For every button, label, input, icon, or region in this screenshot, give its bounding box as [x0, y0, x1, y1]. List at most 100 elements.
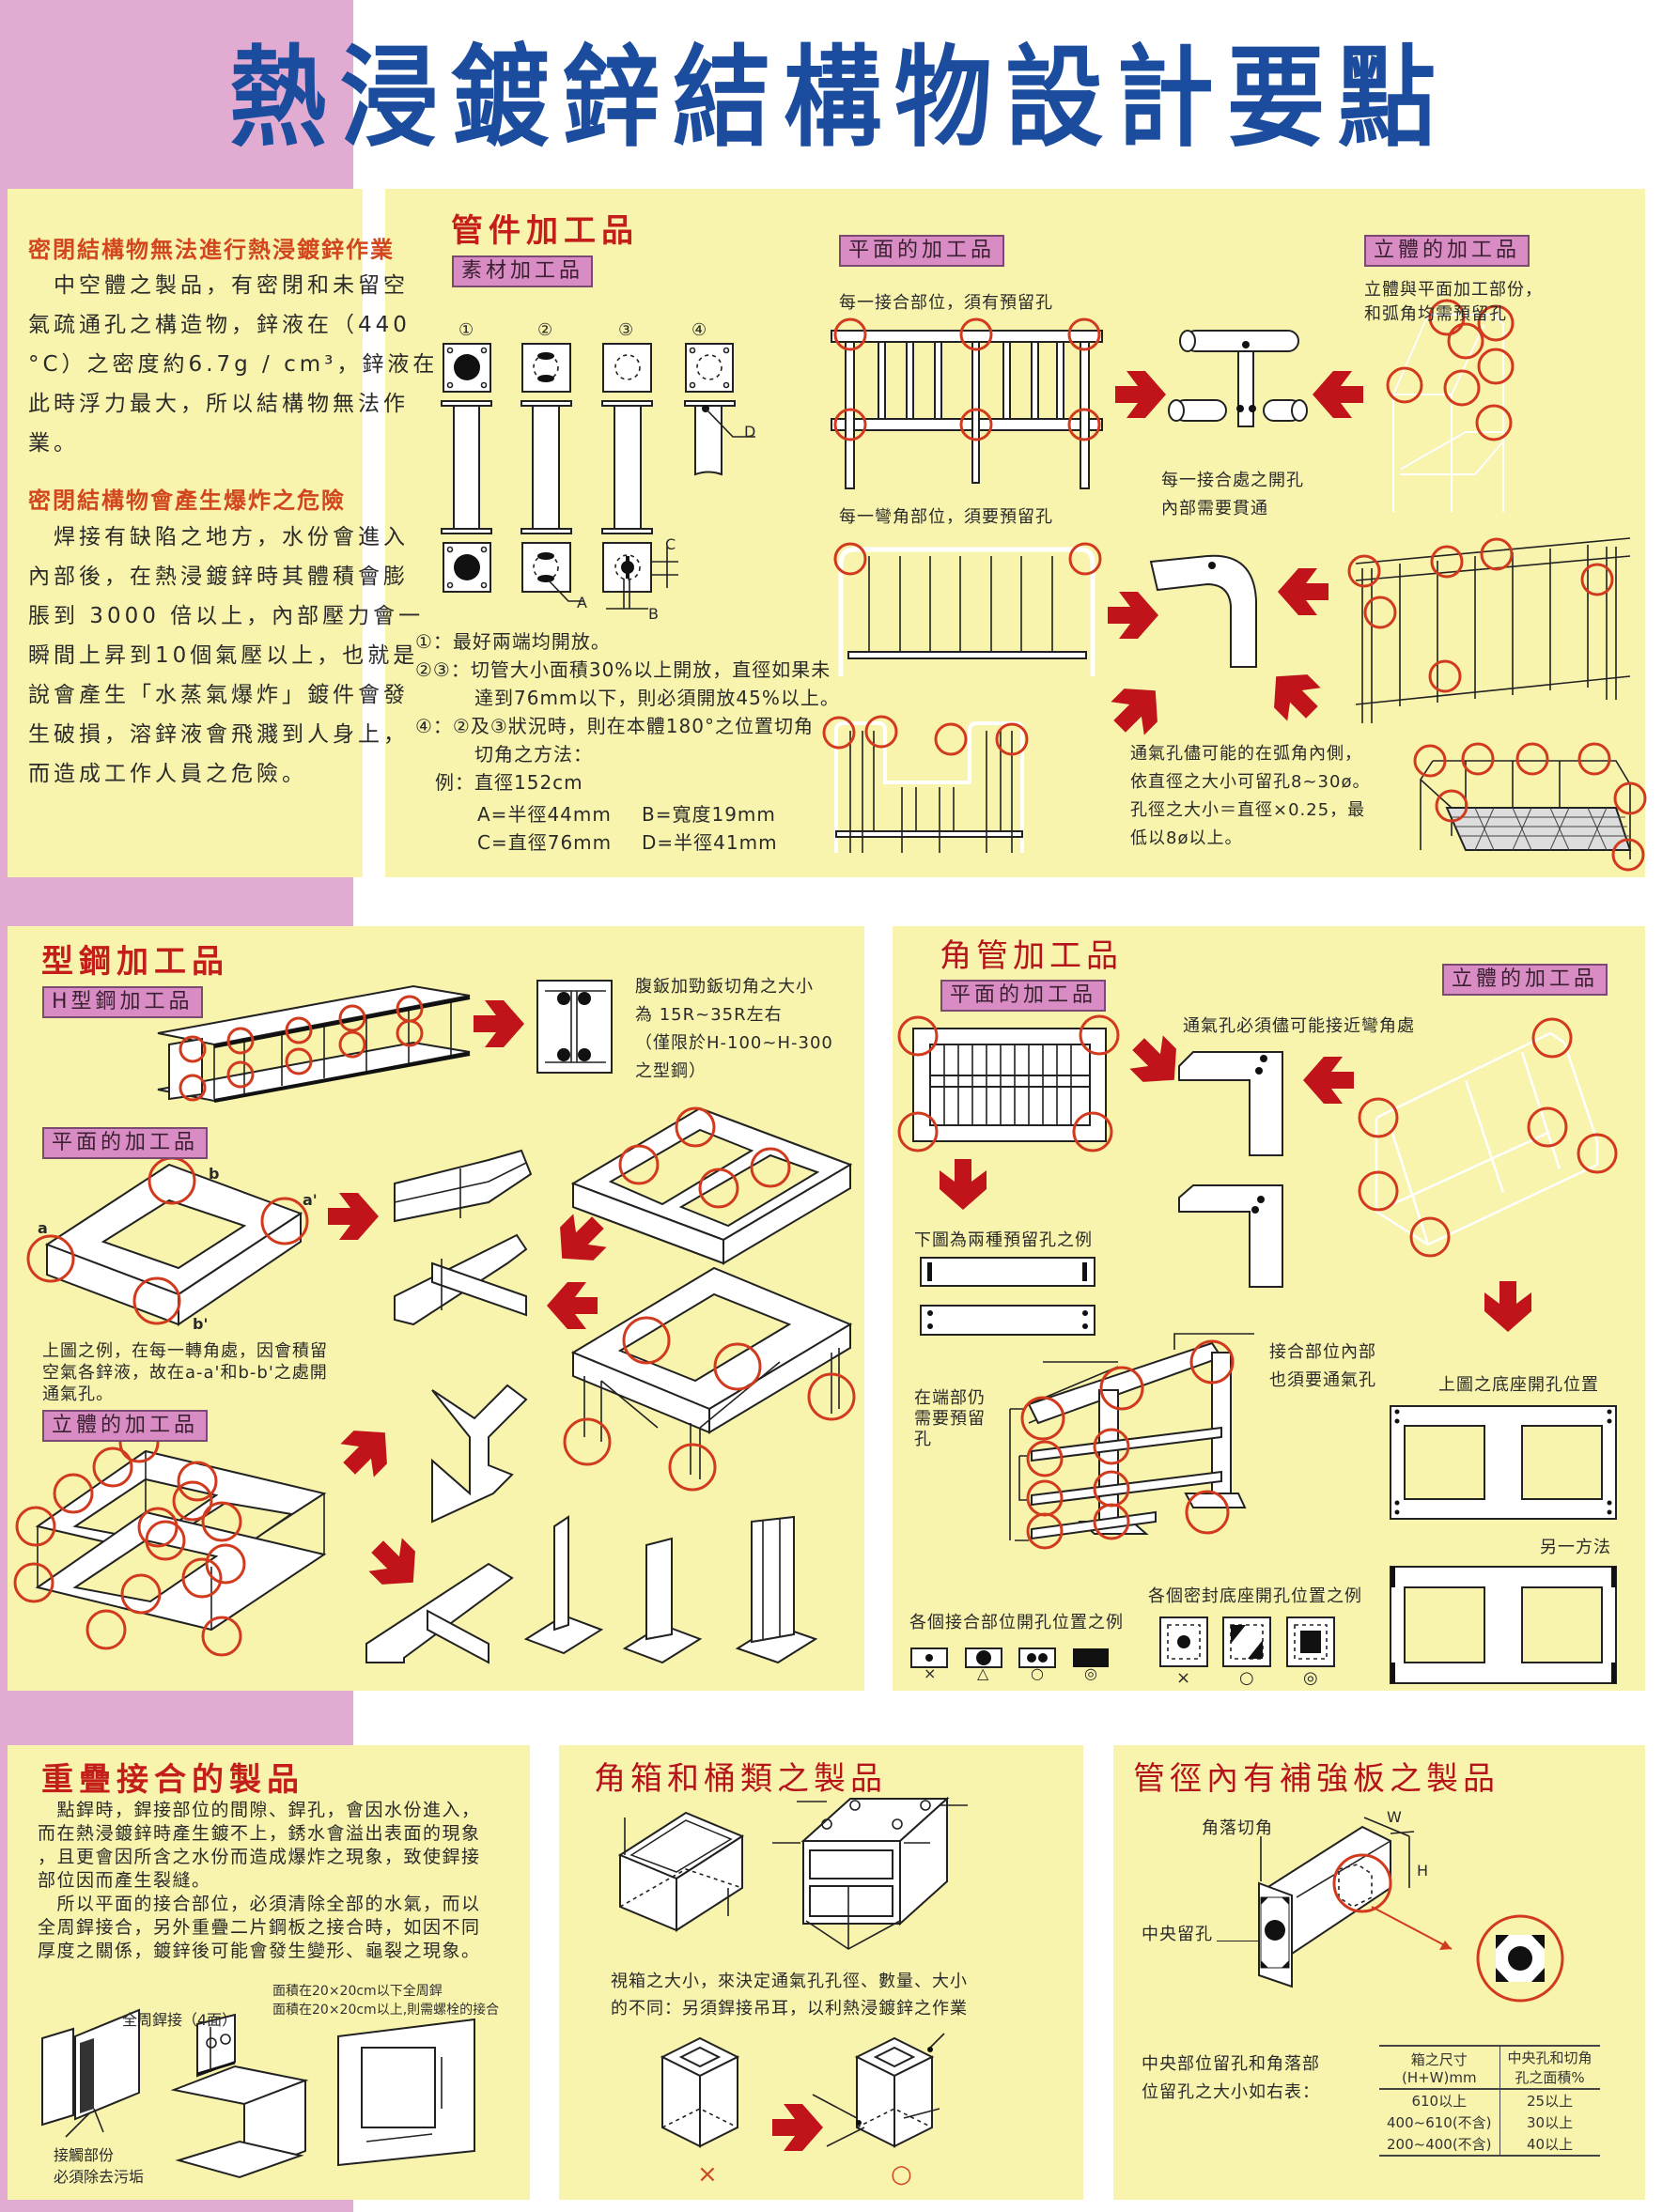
base-mark-2: ○ [1239, 1668, 1255, 1688]
pipe-number-3: ③ [618, 320, 635, 340]
pipe-flat-label: 平面的加工品 [839, 235, 1005, 267]
overlap-angle-plates [41, 2008, 140, 2138]
pipe-notes: ①：最好兩端均開放。②③：切管大小面積30%以上開放，直徑如果未 達到76mm以… [415, 630, 840, 794]
arrow-right-icon [328, 1193, 379, 1240]
arrow-down-right-icon [360, 1529, 430, 1600]
sealed-heading-2: 密閉結構物會產生爆炸之危險 [28, 487, 346, 514]
square-tube-corner [1178, 1051, 1283, 1288]
steel-solid-label: 立體的加工品 [42, 1410, 209, 1442]
steel-column-bases [523, 1515, 818, 1664]
page-title: 熱浸鍍鋅結構物設計要點 [228, 32, 1449, 162]
base-mark-1: × [1176, 1668, 1192, 1688]
sealed-base-note: 各個密封底座開孔位置之例 [1148, 1586, 1362, 1606]
contact-note: 接觸部份必須除去污垢 [54, 2146, 145, 2186]
square-solid-label: 立體的加工品 [1442, 964, 1608, 996]
steel-corner-detail [394, 1149, 533, 1223]
end-note: 在端部仍需要預留孔 [914, 1388, 986, 1449]
base-mark-3: ◎ [1303, 1668, 1319, 1688]
pipe-1-open-both-ends [441, 343, 492, 593]
steel-stand [563, 1266, 856, 1492]
pipe-raw-diagrams [441, 343, 755, 610]
label-b: B [648, 605, 659, 623]
arrow-down-icon [1484, 1281, 1531, 1332]
dim-h: H [1417, 1862, 1429, 1879]
arrow-right-icon [772, 2104, 823, 2151]
section-steel-heading: 型鋼加工品 [41, 943, 229, 981]
h-beam-label: H型鋼加工品 [42, 986, 203, 1018]
steel-t-joint-detail [394, 1233, 528, 1326]
bad-mark: × [697, 2160, 718, 2189]
arrow-left-icon [1303, 1057, 1354, 1104]
corner-mark-b-prime: b' [193, 1315, 209, 1333]
arrow-down-right-icon [1121, 1027, 1191, 1097]
flat-fence-bends [833, 542, 1102, 676]
corner-mark-b: b [209, 1165, 220, 1183]
flat-fence-stepped [822, 715, 1029, 853]
steel-flat-label: 平面的加工品 [42, 1127, 209, 1159]
vent-note: 通氣孔儘可能的在弧角內側，依直徑之大小可留孔8~30ø。孔徑之大小＝直徑×0.2… [1130, 744, 1371, 848]
steel-frame-twin [570, 1106, 853, 1265]
base-holes-note: 上圖之底座開孔位置 [1438, 1375, 1599, 1395]
t-joint-pipe [1168, 330, 1308, 427]
sealed-base-symbols [1159, 1616, 1335, 1667]
arrow-down-icon [940, 1159, 987, 1210]
solid-pipe-frame [1386, 299, 1515, 512]
stair-railing [1347, 537, 1631, 723]
label-d: D [744, 423, 756, 441]
solid-note: 立體與平面加工部份，和弧角均需預留孔 [1364, 280, 1543, 324]
sealed-paragraph-2: 焊接有缺陷之地方，水份會進入內部後，在熱浸鍍鋅時其體積會膨脹到 3000 倍以上… [28, 525, 425, 786]
pipe-number-2: ② [537, 320, 554, 340]
steel-flat-note: 上圖之例，在每一轉角處，因會積留空氣各鋅液，故在a-a'和b-b'之處開通氣孔。 [42, 1341, 328, 1404]
flat-note-joints: 每一接合部位，須有預留孔 [839, 293, 1053, 313]
sealed-paragraph-1: 中空體之製品，有密閉和未留空氣疏通孔之構造物，鋅液在（440°C）之密度約6.7… [28, 273, 439, 456]
steel-angle-joint [365, 1562, 514, 1664]
square-tube-flat-frame [897, 1014, 1120, 1152]
flat-fence-joints [831, 317, 1103, 489]
table-row: 200~400(不含)40以上 [1379, 2133, 1600, 2156]
square-tube-rack [1009, 1333, 1254, 1550]
full-weld-label: 全周銲接（4面） [122, 2011, 238, 2029]
elbow-pipe [1149, 554, 1257, 668]
pipe-4-corner-cut [684, 343, 755, 476]
table-header-size: 箱之尺寸(H+W)mm [1379, 2046, 1500, 2089]
corner-vent-note: 通氣孔必須儘可能接近彎角處 [1183, 1016, 1415, 1036]
table-row: 400~610(不含)30以上 [1379, 2111, 1600, 2133]
area-notes: 面積在20×20cm以下全周銲面積在20×20cm以上,則需螺栓的接合 [272, 1984, 500, 2018]
pipe-2-partial-open [520, 343, 584, 602]
arrow-left-icon [1278, 568, 1328, 615]
label-a: A [577, 594, 587, 611]
arrow-left-icon [547, 1282, 598, 1329]
flat-steel-frame [26, 1156, 309, 1326]
other-method-note: 另一方法 [1540, 1538, 1611, 1557]
square-flat-label: 平面的加工品 [940, 980, 1107, 1012]
steel-y-joint [431, 1384, 528, 1524]
label-c: C [665, 535, 676, 553]
corner-mark-a: a [38, 1219, 48, 1237]
overlap-heading: 重疊接合的製品 [41, 1761, 304, 1799]
center-hole-label: 中央留孔 [1142, 1925, 1213, 1944]
flat-note-bends: 每一彎角部位，須要預留孔 [839, 507, 1053, 527]
arrow-right-icon [1108, 592, 1158, 639]
box-with-lugs [772, 1796, 968, 1950]
corner-mark-a-prime: a' [303, 1191, 318, 1209]
panel-box-tank [559, 1745, 1083, 2200]
pipe-number-1: ① [458, 320, 475, 340]
open-box [617, 1811, 745, 1932]
sealed-heading-1: 密閉結構物無法進行熱浸鍍鋅作業 [28, 237, 395, 263]
reinforced-tube [1258, 1817, 1564, 2003]
dim-w: W [1387, 1808, 1402, 1826]
corner-cut-label: 角落切角 [1202, 1818, 1273, 1838]
platform-with-grating [1413, 742, 1647, 872]
table-header-area: 中央孔和切角孔之面積% [1507, 2050, 1593, 2086]
joint-mark-2: △ [977, 1664, 989, 1682]
joint-mark-1: × [924, 1664, 937, 1682]
pipe-solid-label: 立體的加工品 [1364, 235, 1530, 267]
pipe-raw-label: 素材加工品 [452, 255, 594, 287]
panel-sealed-structures [8, 189, 363, 877]
square-tube-heading: 角管加工品 [940, 937, 1123, 975]
h-beam [157, 984, 471, 1103]
